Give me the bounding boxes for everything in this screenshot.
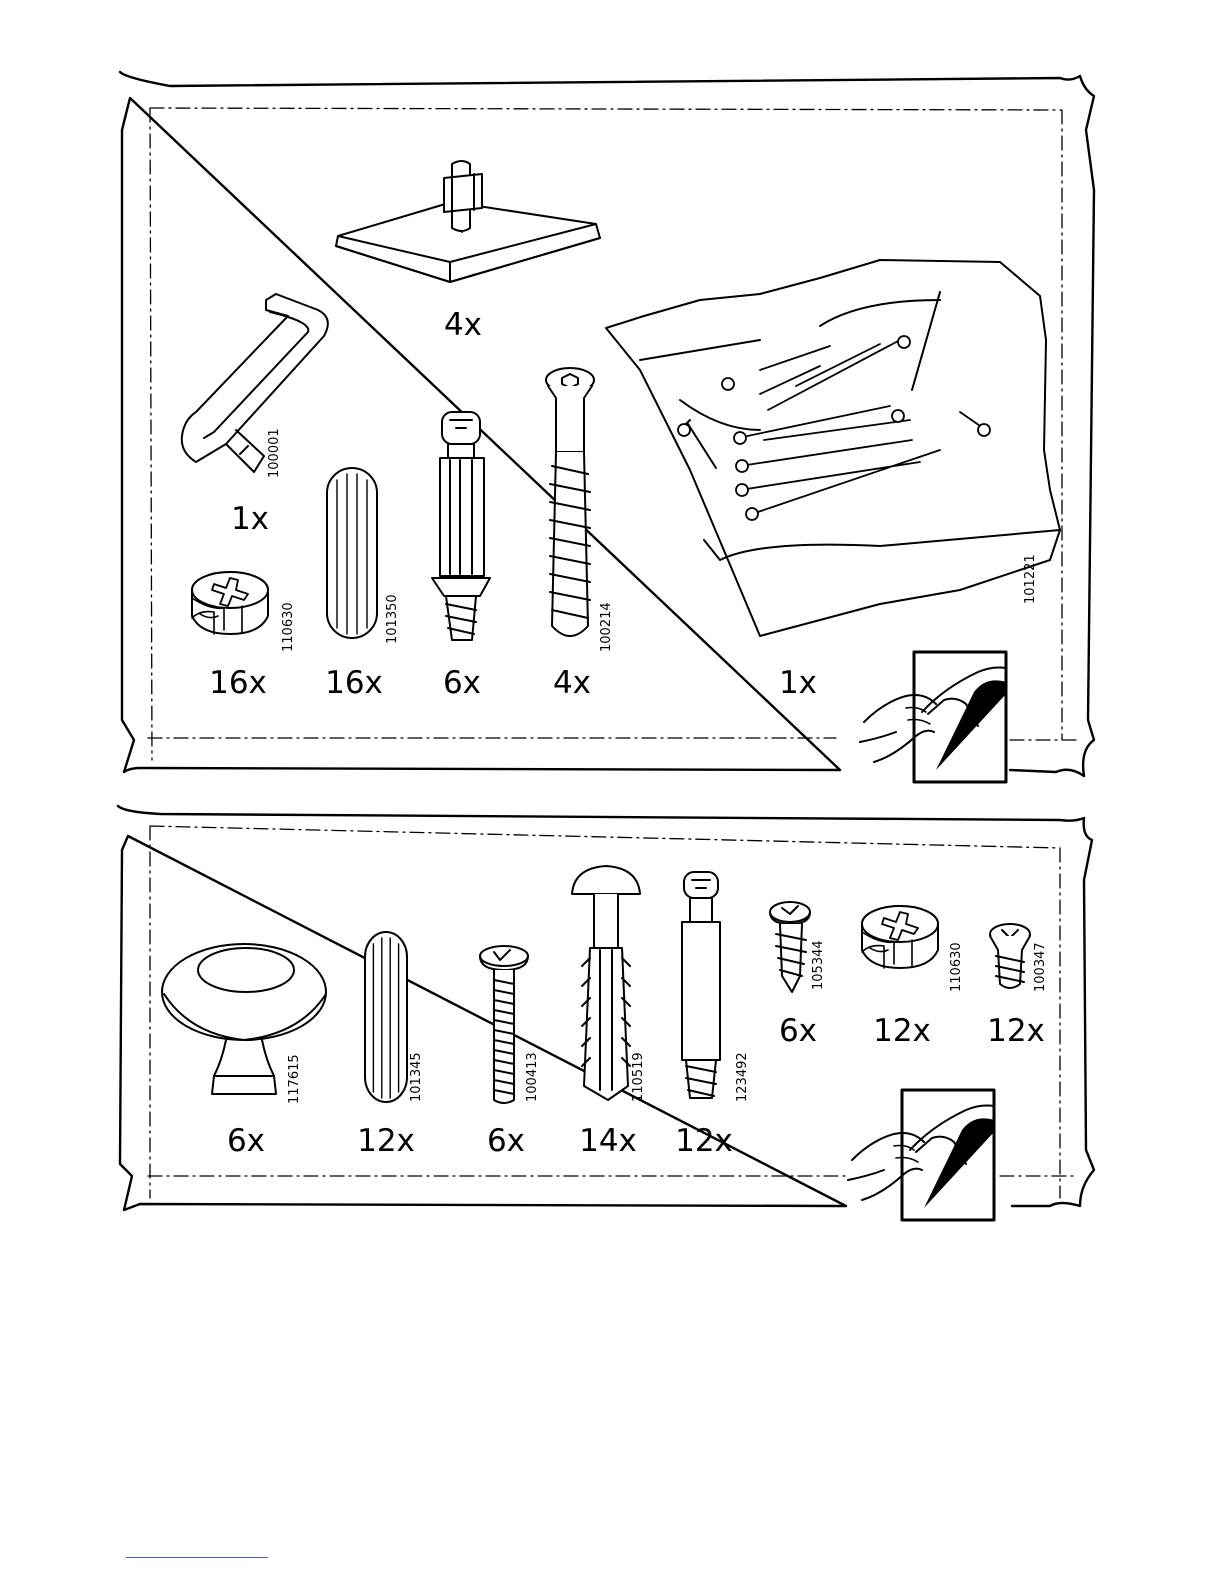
code-machine-screw: 100413 (526, 1052, 539, 1102)
code-short-screw: 100347 (1034, 942, 1047, 992)
qty-machine-screw: 6x (487, 1126, 525, 1157)
code-cam-lock-2: 110630 (950, 942, 963, 992)
qty-cam-bolt: 6x (443, 668, 481, 699)
qty-wood-dowel: 16x (325, 668, 383, 699)
pan-screw-icon (770, 902, 810, 992)
page-turn-icon (860, 652, 1006, 782)
code-pan-screw: 105344 (812, 940, 825, 990)
code-nail-bag: 101221 (1024, 554, 1037, 604)
hex-key-icon (182, 294, 328, 472)
code-wood-dowel-2: 101345 (410, 1052, 423, 1102)
qty-cam-lock: 16x (209, 668, 267, 699)
leg-screw-icon (546, 368, 594, 636)
qty-knob: 6x (227, 1126, 265, 1157)
qty-pan-screw: 6x (779, 1016, 817, 1047)
cam-bolt-icon (432, 412, 490, 640)
qty-wood-dowel-2: 12x (357, 1126, 415, 1157)
screw-icon (990, 924, 1030, 988)
qty-cam-bolt-2: 12x (675, 1126, 733, 1157)
code-hex-key: 100001 (268, 428, 281, 478)
qty-cam-lock-2: 12x (873, 1016, 931, 1047)
leg-base-icon (336, 161, 600, 282)
nail-bag-icon (606, 260, 1060, 636)
code-plastic-rivet: 110519 (632, 1052, 645, 1102)
dowel-icon (327, 468, 377, 638)
footer-rule (126, 1557, 268, 1558)
qty-nail-bag: 1x (779, 668, 817, 699)
code-cam-bolt-2: 123492 (736, 1052, 749, 1102)
cam-bolt-icon (682, 872, 720, 1098)
code-wood-dowel: 101350 (386, 594, 399, 644)
qty-short-screw: 12x (987, 1016, 1045, 1047)
qty-hex-key: 1x (231, 504, 269, 535)
code-cam-lock: 110630 (282, 602, 295, 652)
qty-leg-base: 4x (444, 310, 482, 341)
machine-screw-icon (480, 946, 528, 1103)
qty-plastic-rivet: 14x (579, 1126, 637, 1157)
cam-lock-icon (862, 906, 938, 968)
plastic-rivet-icon (572, 866, 640, 1100)
page-turn-icon (848, 1090, 994, 1220)
code-leg-screw: 100214 (600, 602, 613, 652)
code-knob: 117615 (288, 1054, 301, 1104)
dowel-icon (365, 932, 407, 1102)
cam-lock-icon (192, 572, 268, 634)
qty-leg-screw: 4x (553, 668, 591, 699)
